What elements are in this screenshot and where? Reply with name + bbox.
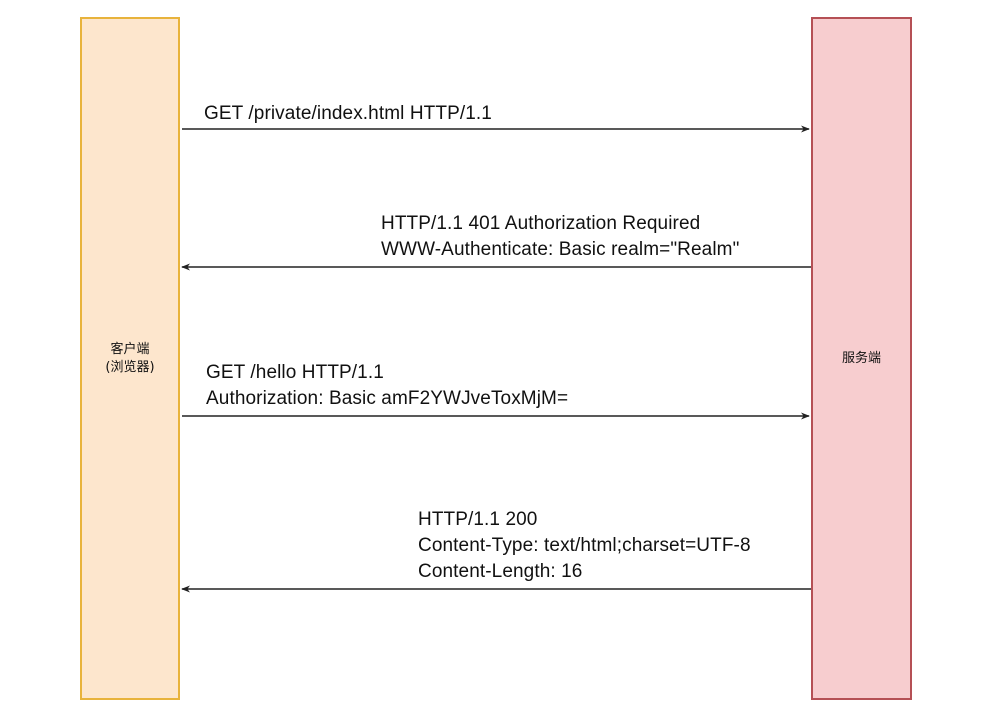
client-lane-subtitle: (浏览器) <box>105 359 155 375</box>
message-line: HTTP/1.1 401 Authorization Required <box>381 213 701 234</box>
message-line: WWW-Authenticate: Basic realm="Realm" <box>381 239 740 260</box>
message-line: Content-Type: text/html;charset=UTF-8 <box>418 535 751 556</box>
message-line: GET /hello HTTP/1.1 <box>206 362 384 383</box>
client-lane-title: 客户端 <box>110 341 150 357</box>
client-lane: 客户端 (浏览器) <box>80 17 180 700</box>
message-response-200: HTTP/1.1 200 Content-Type: text/html;cha… <box>418 507 751 585</box>
server-lane-label: 服务端 <box>842 350 881 368</box>
message-line: Authorization: Basic amF2YWJveToxMjM= <box>206 388 569 409</box>
client-lane-label: 客户端 (浏览器) <box>105 341 154 377</box>
server-lane: 服务端 <box>811 17 912 700</box>
message-request-2: GET /hello HTTP/1.1 Authorization: Basic… <box>206 360 568 412</box>
message-line: Content-Length: 16 <box>418 561 583 582</box>
message-response-401: HTTP/1.1 401 Authorization Required WWW-… <box>381 211 739 263</box>
message-request-1: GET /private/index.html HTTP/1.1 <box>204 101 492 127</box>
message-line: HTTP/1.1 200 <box>418 509 538 530</box>
message-line: GET /private/index.html HTTP/1.1 <box>204 103 492 124</box>
server-lane-title: 服务端 <box>841 350 881 366</box>
